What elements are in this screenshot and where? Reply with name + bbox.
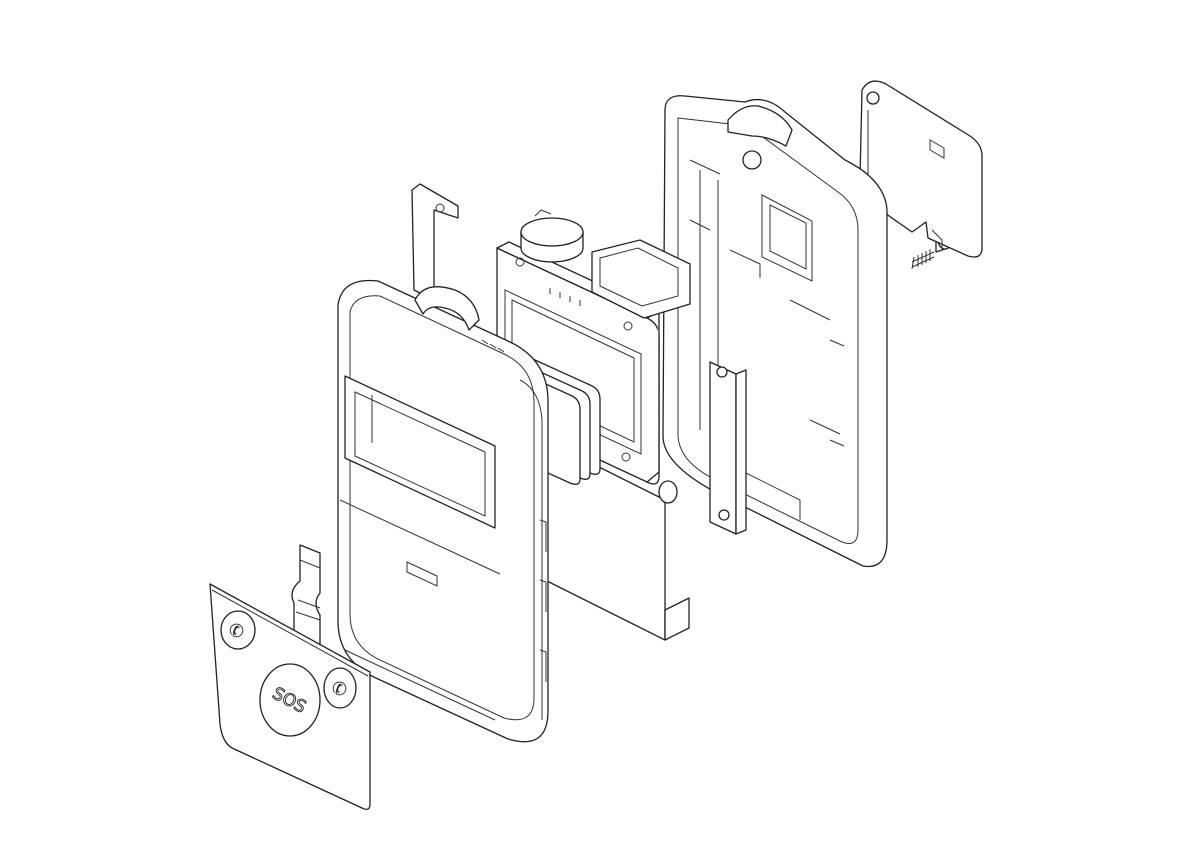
phone-call-icon: ✆ — [332, 679, 347, 700]
sos-button[interactable]: SOS — [259, 663, 321, 737]
keypad: ✆ SOS ✆ — [209, 583, 371, 810]
pcb-board — [544, 439, 690, 641]
front-cover — [337, 279, 549, 743]
phone-hangup-icon: ✆ — [229, 621, 244, 642]
side-button-strip — [709, 361, 747, 535]
battery-door — [859, 80, 983, 258]
back-housing — [662, 95, 888, 568]
phone-call-button[interactable]: ✆ — [323, 667, 357, 709]
antenna-strip — [411, 183, 459, 301]
flex-cable — [291, 544, 321, 646]
coin-battery — [520, 209, 584, 263]
phone-hangup-button[interactable]: ✆ — [220, 610, 256, 650]
